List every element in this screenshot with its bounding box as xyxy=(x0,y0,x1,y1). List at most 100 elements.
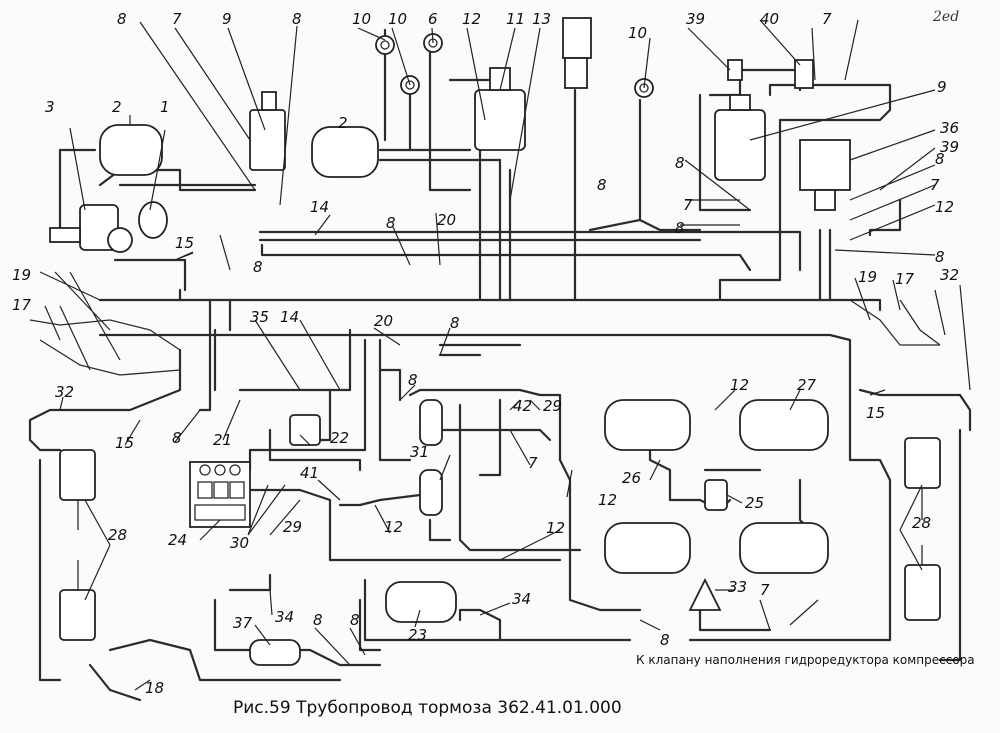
callout-3: 3 xyxy=(45,98,55,116)
callout-24: 24 xyxy=(168,531,187,549)
callout-28: 28 xyxy=(912,514,931,532)
callout-8: 8 xyxy=(408,371,418,389)
callout-10: 10 xyxy=(352,10,371,28)
callout-37: 37 xyxy=(233,614,253,632)
unit-22 xyxy=(289,414,321,446)
control-panel-24 xyxy=(189,461,251,528)
valve-25 xyxy=(704,479,728,511)
callout-33: 33 xyxy=(728,578,747,596)
callout-8: 8 xyxy=(350,611,360,629)
pressure-gauge-10-a xyxy=(375,35,395,55)
callout-42: 42 xyxy=(513,397,532,415)
air-tank-27-pair-top xyxy=(604,399,829,451)
callout-8: 8 xyxy=(675,219,685,237)
callout-26: 26 xyxy=(622,469,641,487)
callout-9: 9 xyxy=(222,10,232,28)
callout-29: 29 xyxy=(543,397,562,415)
callout-41: 41 xyxy=(300,464,319,482)
callout-6: 6 xyxy=(428,10,438,28)
figure-caption: Рис.59 Трубопровод тормоза 362.41.01.000 xyxy=(233,698,622,718)
callout-7: 7 xyxy=(822,10,832,28)
callout-27: 27 xyxy=(797,376,817,394)
callout-8: 8 xyxy=(253,258,263,276)
callout-32: 32 xyxy=(940,266,959,284)
callout-8: 8 xyxy=(172,429,182,447)
callout-39: 39 xyxy=(686,10,705,28)
receiver-37 xyxy=(249,639,301,666)
callout-36: 36 xyxy=(940,119,959,137)
callout-8: 8 xyxy=(660,631,670,649)
callout-39: 39 xyxy=(940,138,959,156)
callout-12: 12 xyxy=(730,376,749,394)
callout-12: 12 xyxy=(935,198,954,216)
callout-17: 17 xyxy=(895,270,915,288)
brake-crane-9 xyxy=(249,91,286,171)
callout-8: 8 xyxy=(313,611,323,629)
leader-lines xyxy=(39,19,971,691)
pipe-network xyxy=(28,28,972,682)
callout-14: 14 xyxy=(280,308,299,326)
callout-9: 9 xyxy=(937,78,947,96)
brake-chamber-28-left xyxy=(59,449,96,641)
callout-15: 15 xyxy=(115,434,134,452)
reservoir-36 xyxy=(799,139,851,211)
callout-25: 25 xyxy=(745,494,764,512)
air-tank-2-left xyxy=(99,124,163,176)
air-tank-23 xyxy=(385,581,457,623)
callout-2: 2 xyxy=(112,98,122,116)
callout-8: 8 xyxy=(597,176,607,194)
callout-12: 12 xyxy=(384,518,403,536)
callout-8: 8 xyxy=(935,248,945,266)
callout-10: 10 xyxy=(628,24,647,42)
brake-chamber-28-right xyxy=(904,437,941,621)
sheet-mark: 2ed xyxy=(933,9,960,25)
compressor-unit xyxy=(49,201,168,253)
callout-7: 7 xyxy=(760,581,770,599)
brake-valve-11 xyxy=(448,67,526,151)
callout-12: 12 xyxy=(598,491,617,509)
callout-15: 15 xyxy=(866,404,885,422)
callout-8: 8 xyxy=(117,10,127,28)
callout-10: 10 xyxy=(388,10,407,28)
callout-8: 8 xyxy=(292,10,302,28)
callout-21: 21 xyxy=(213,431,232,449)
destination-note: К клапану наполнения гидроредуктора комп… xyxy=(636,653,975,667)
callout-40: 40 xyxy=(760,10,779,28)
callout-34: 34 xyxy=(512,590,531,608)
callout-28: 28 xyxy=(108,526,127,544)
callout-7: 7 xyxy=(528,454,538,472)
callout-23: 23 xyxy=(408,626,427,644)
callout-8: 8 xyxy=(450,314,460,332)
callout-34: 34 xyxy=(275,608,294,626)
callout-20: 20 xyxy=(374,312,393,330)
callout-15: 15 xyxy=(175,234,194,252)
callout-8: 8 xyxy=(935,150,945,168)
valve-33 xyxy=(688,577,722,611)
callout-2: 2 xyxy=(338,114,348,132)
brake-valve-9-right xyxy=(714,94,766,181)
callout-19: 19 xyxy=(12,266,31,284)
air-tank-2-center xyxy=(311,126,379,178)
valve-39 xyxy=(727,59,743,81)
pressure-switch xyxy=(562,17,592,89)
callout-18: 18 xyxy=(145,679,164,697)
callout-8: 8 xyxy=(386,214,396,232)
callout-20: 20 xyxy=(437,211,456,229)
callout-17: 17 xyxy=(12,296,32,314)
filter-31 xyxy=(419,399,443,516)
callout-12: 12 xyxy=(462,10,481,28)
callout-12: 12 xyxy=(546,519,565,537)
callout-8: 8 xyxy=(675,154,685,172)
callout-7: 7 xyxy=(172,10,182,28)
callout-31: 31 xyxy=(410,443,429,461)
callout-30: 30 xyxy=(230,534,249,552)
callout-11: 11 xyxy=(506,10,525,28)
air-tank-pair-bottom xyxy=(604,522,829,574)
callout-29: 29 xyxy=(283,518,302,536)
callout-7: 7 xyxy=(683,196,693,214)
callout-14: 14 xyxy=(310,198,329,216)
callout-13: 13 xyxy=(532,10,551,28)
